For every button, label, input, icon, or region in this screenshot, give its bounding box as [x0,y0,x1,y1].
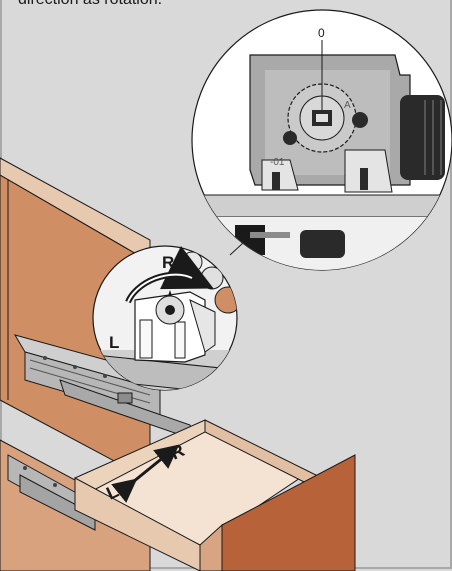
lower-drawer-slide [7,454,96,531]
large-detail-callout: A -01 0 [191,9,452,271]
drawer-left-wall [74,477,201,571]
zero-mark-label: 0 [318,26,325,40]
rotation-label-r: R [162,253,174,272]
stamp-a: A [344,100,351,111]
caption-text: direction as rotation. [18,0,162,9]
small-detail-callout: R L [92,245,238,391]
stamp-01: -01 [270,157,285,168]
rotation-label-l: L [109,333,119,352]
